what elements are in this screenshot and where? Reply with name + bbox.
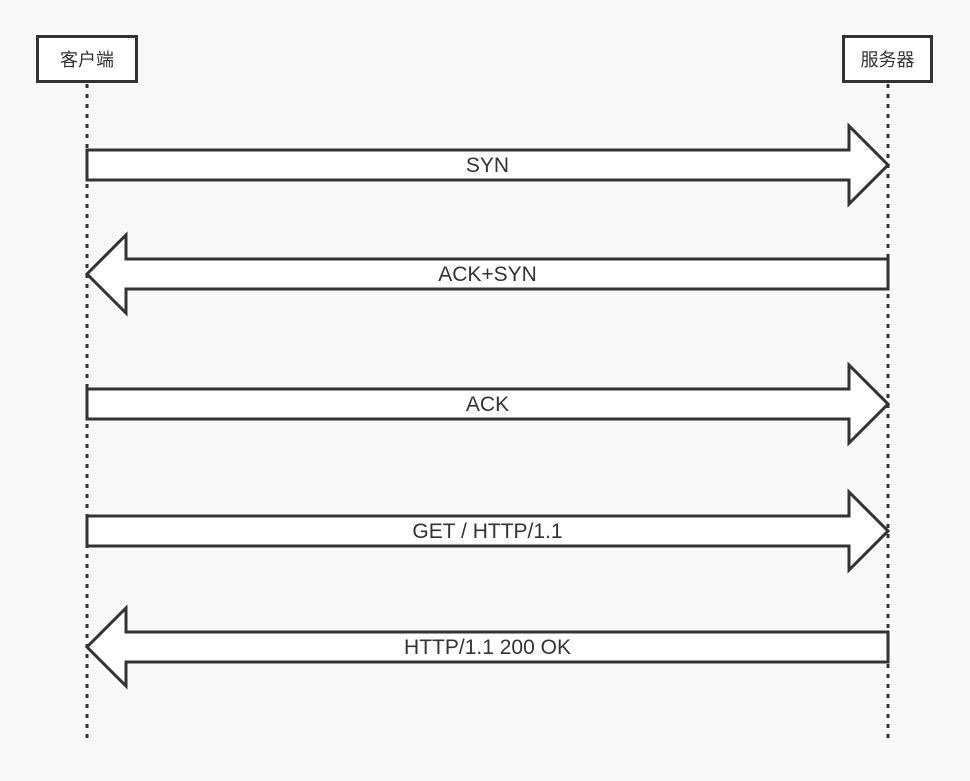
arrow-syn-right (85, 122, 891, 208)
server-actor-box: 服务器 (842, 35, 933, 83)
client-actor-label: 客户端 (60, 50, 114, 70)
arrow-get-right (85, 488, 891, 574)
client-actor-box: 客户端 (36, 35, 138, 83)
arrow-ack-syn-left (84, 231, 890, 317)
server-actor-label: 服务器 (860, 50, 915, 70)
arrow-ack-right (85, 361, 891, 447)
arrow-http200-left (84, 604, 890, 690)
